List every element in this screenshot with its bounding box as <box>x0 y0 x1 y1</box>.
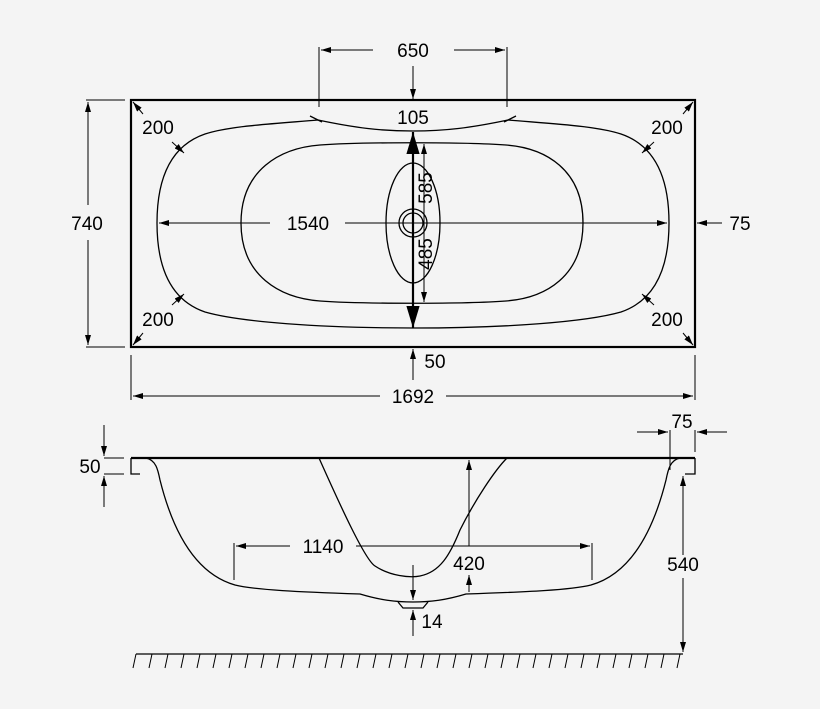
top-view: 1540 585 485 650 105 740 75 200 200 2 <box>71 41 750 408</box>
dim-rim-side: 75 <box>729 214 750 235</box>
rim-left-step <box>130 458 140 475</box>
dim-radius-top-right: 200 <box>651 118 683 139</box>
backrest-profile <box>318 457 508 578</box>
dim-radius-bottom-left: 200 <box>142 310 174 331</box>
dim-depth-lower: 485 <box>416 238 437 270</box>
dim-drain-depth: 14 <box>421 612 443 633</box>
dim-rim-thickness: 50 <box>79 457 100 478</box>
dim-bottom-length: 1140 <box>303 537 344 558</box>
side-view: 50 75 1140 420 14 540 <box>79 412 727 669</box>
notch-right <box>503 115 517 123</box>
dim-rim-overhang: 75 <box>671 412 692 433</box>
tub-outline-top <box>129 98 697 349</box>
drain-profile <box>397 601 429 609</box>
dim-inner-depth: 420 <box>453 554 485 575</box>
floor-hatching <box>132 653 683 669</box>
outer-basin-outline <box>156 119 670 329</box>
dim-total-height: 540 <box>667 555 699 576</box>
tub-body-profile <box>145 457 681 603</box>
dim-backrest-depth: 105 <box>397 108 429 129</box>
dim-radius-top-left: 200 <box>142 118 174 139</box>
dim-inner-length: 1540 <box>287 214 329 235</box>
dim-overall-width: 740 <box>71 214 103 235</box>
dim-backrest-span: 650 <box>397 41 429 62</box>
rim-right-step <box>685 458 696 475</box>
dim-depth-upper: 585 <box>416 172 437 204</box>
notch-left <box>309 115 323 123</box>
dim-overall-length: 1692 <box>392 387 434 408</box>
dim-rim-front: 50 <box>424 352 445 373</box>
dim-radius-bottom-right: 200 <box>651 310 683 331</box>
